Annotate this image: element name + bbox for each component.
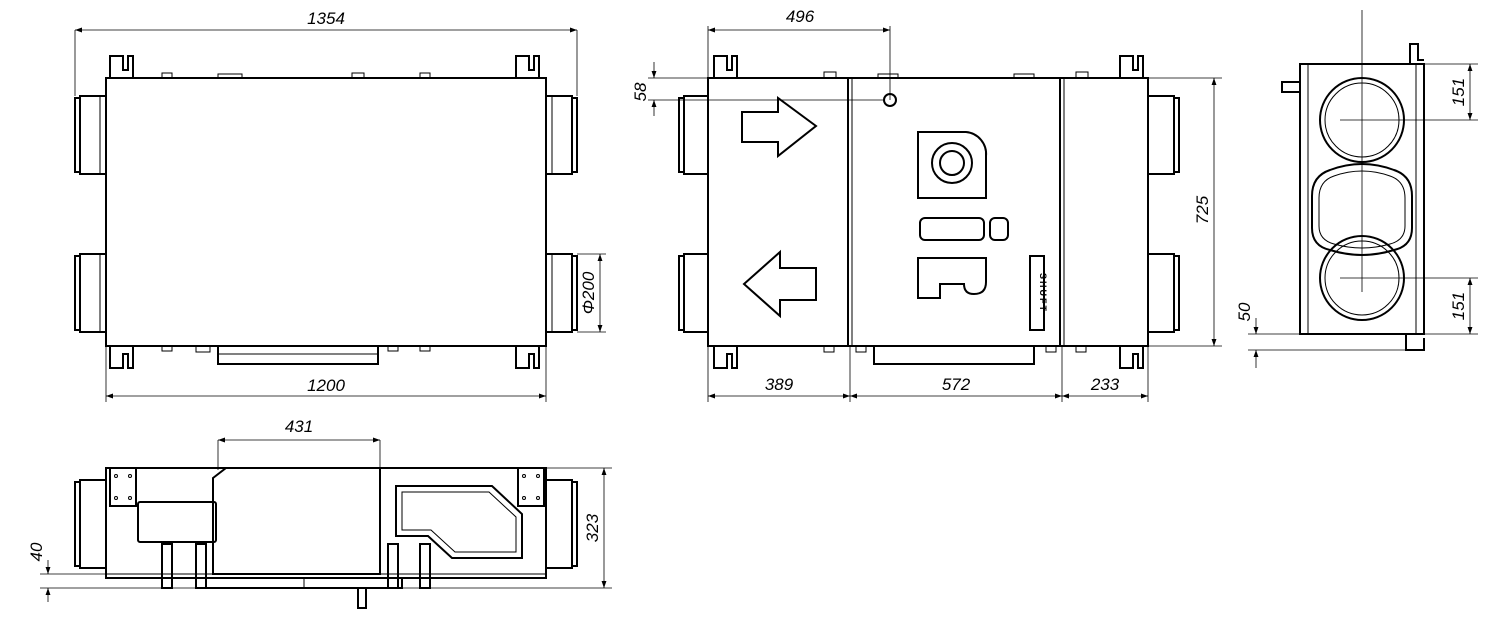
top-brackets [109, 55, 540, 369]
dim-label-233: 233 [1090, 375, 1120, 394]
end-bracket-top [1409, 43, 1424, 64]
top-ducts-left [74, 95, 107, 333]
dim-725: 725 [1148, 77, 1222, 347]
dim-label-1200: 1200 [307, 376, 345, 395]
dim-151-bottom: 151 [1340, 277, 1478, 335]
dim-label-1354: 1354 [307, 9, 345, 28]
front-brackets [713, 55, 1144, 369]
top-ducts-right [545, 95, 578, 333]
end-bracket-bottom [1405, 334, 1425, 351]
dim-323: 323 [402, 467, 612, 589]
front-edge-details [823, 71, 1089, 353]
dim-50: 50 [1235, 302, 1406, 368]
dim-label-496: 496 [786, 7, 815, 26]
dim-431: 431 [217, 417, 381, 470]
side-filter-outline [395, 485, 523, 559]
dim-label-725: 725 [1193, 195, 1212, 224]
airflow-arrow-right-icon [741, 96, 818, 159]
dim-58: 58 [631, 62, 884, 116]
dim-label-151-bottom: 151 [1449, 292, 1468, 320]
dim-label-40: 40 [27, 542, 46, 561]
top-view: 1354 1200 Φ200 [74, 9, 606, 402]
dim-496: 496 [707, 7, 891, 100]
top-drain-tray [217, 345, 379, 365]
dim-label-323: 323 [583, 513, 602, 542]
top-body-outline [105, 77, 547, 347]
fan-emblem-icon [917, 131, 1009, 299]
side-view: 431 323 40 [27, 417, 612, 609]
end-view: 151 151 50 [1235, 10, 1478, 368]
airflow-arrow-left-icon [742, 249, 817, 319]
front-view: SHUFT 496 58 725 [631, 7, 1222, 402]
dim-40: 40 [27, 542, 206, 602]
dim-sections: 389 572 233 [707, 346, 1149, 402]
dim-label-diameter: Φ200 [579, 271, 598, 314]
side-control-box [137, 501, 217, 543]
front-ducts [678, 95, 1180, 333]
dim-1200: 1200 [105, 346, 547, 402]
dim-label-431: 431 [285, 417, 313, 436]
dim-label-58: 58 [631, 82, 650, 101]
front-body-outline [707, 77, 1149, 347]
dim-label-572: 572 [942, 375, 971, 394]
nameplate-brand: SHUFT [1038, 273, 1048, 313]
end-drain-stub [1281, 81, 1301, 93]
dim-1354: 1354 [74, 9, 578, 96]
dim-151-top: 151 [1340, 63, 1478, 121]
dim-label-50: 50 [1235, 302, 1254, 321]
side-legs [161, 543, 431, 589]
dim-label-389: 389 [765, 375, 794, 394]
front-drain-tray [873, 345, 1035, 365]
top-edge-details [161, 72, 431, 353]
side-center-panel [212, 467, 381, 575]
side-drain-spigot [357, 587, 367, 609]
dim-duct-diameter: Φ200 [577, 253, 606, 333]
dim-label-151-top: 151 [1449, 78, 1468, 106]
side-corner-plates [109, 467, 545, 507]
nameplate: SHUFT [1029, 255, 1048, 331]
